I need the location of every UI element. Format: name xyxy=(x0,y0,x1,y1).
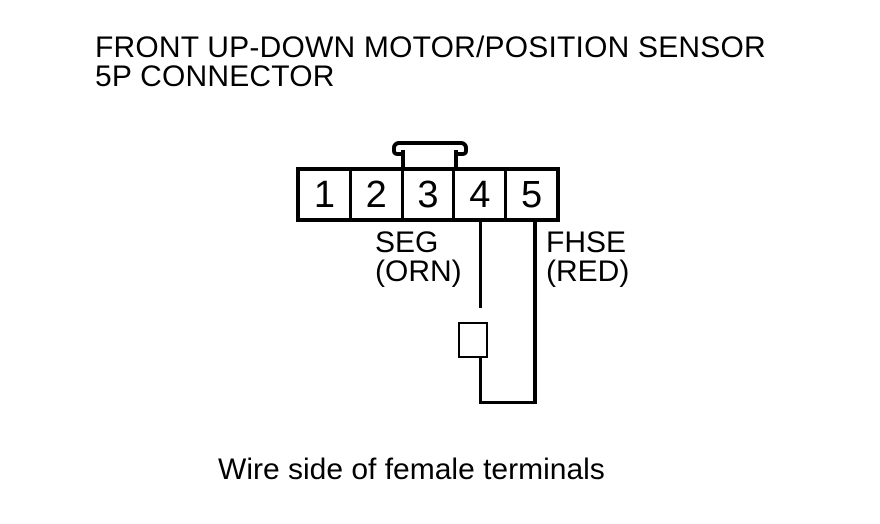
wire-signal-name: SEG xyxy=(375,226,439,259)
pin-number: 5 xyxy=(521,173,543,216)
terminal-symbol-box xyxy=(458,322,488,358)
connector-body: 1 2 3 4 5 xyxy=(296,167,560,222)
wire-line-pin4-lower xyxy=(479,358,482,404)
connector-pin-2: 2 xyxy=(348,171,401,218)
pin-number: 4 xyxy=(469,173,491,216)
wire-line-pin5 xyxy=(533,222,537,404)
wire-label-seg: SEG (ORN) xyxy=(375,226,462,288)
connector-pin-4: 4 xyxy=(452,171,504,218)
page-title-line-2: 5P CONNECTOR xyxy=(95,60,335,93)
pin-number: 3 xyxy=(417,173,439,216)
wire-signal-name: FHSE xyxy=(546,226,627,259)
connector-latch-stem xyxy=(401,150,458,167)
page-title: FRONT UP-DOWN MOTOR/POSITION SENSOR 5P C… xyxy=(95,31,766,93)
connector-pin-1: 1 xyxy=(300,171,349,218)
wire-line-bottom-joint xyxy=(479,401,537,404)
connector-pin-3: 3 xyxy=(400,171,453,218)
wire-color-code: (RED) xyxy=(546,255,630,288)
pin-number: 1 xyxy=(313,173,335,216)
pin-number: 2 xyxy=(365,173,387,216)
diagram-caption: Wire side of female terminals xyxy=(218,453,605,486)
wire-label-fhse: FHSE (RED) xyxy=(546,226,630,288)
wire-color-code: (ORN) xyxy=(375,255,462,288)
connector-pin-5: 5 xyxy=(504,171,556,218)
wire-line-pin4-upper xyxy=(479,222,482,308)
page-title-line-1: FRONT UP-DOWN MOTOR/POSITION SENSOR xyxy=(95,31,766,64)
